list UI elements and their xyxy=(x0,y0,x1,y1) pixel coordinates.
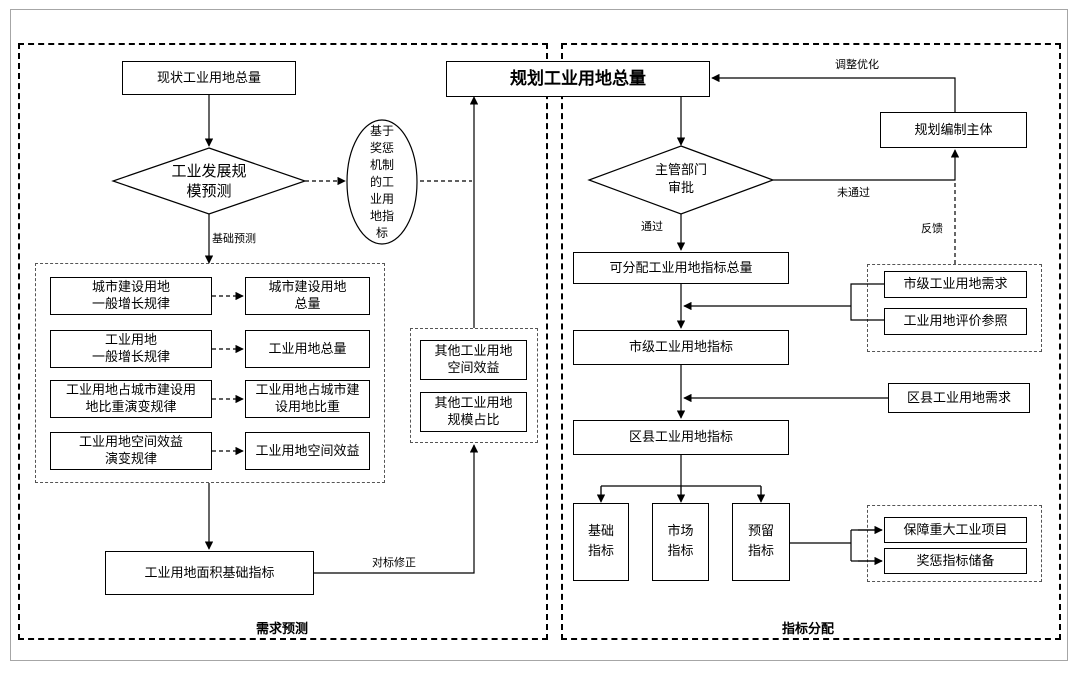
reserve-use-group xyxy=(867,505,1042,582)
feedback-label: 反馈 xyxy=(921,222,943,235)
optimize-label: 调整优化 xyxy=(835,58,879,71)
edge-reserve-bracket xyxy=(790,529,882,562)
index-allocation-panel xyxy=(561,43,1061,640)
pass-label: 通过 xyxy=(641,220,663,233)
edge-district-split xyxy=(600,455,762,501)
plan-total-box: 规划工业用地总量 xyxy=(446,61,710,97)
edge-fail xyxy=(773,149,960,181)
basic-index-box: 工业用地面积基础指标 xyxy=(105,551,314,595)
result-box-1: 城市建设用地 总量 xyxy=(245,277,370,315)
distributable-box: 可分配工业用地指标总量 xyxy=(573,252,789,284)
law-box-4: 工业用地空间效益 演变规律 xyxy=(50,432,212,470)
reward-reserve-box: 奖惩指标储备 xyxy=(884,548,1027,574)
city-demand-box: 市级工业用地需求 xyxy=(884,271,1027,298)
basic-alloc-box: 基础 指标 xyxy=(573,503,629,581)
basic-forecast-label: 基础预测 xyxy=(212,232,256,245)
current-total-box: 现状工业用地总量 xyxy=(122,61,296,95)
result-box-3: 工业用地占城市建 设用地比重 xyxy=(245,380,370,418)
planning-body-box: 规划编制主体 xyxy=(880,112,1027,148)
result-box-4: 工业用地空间效益 xyxy=(245,432,370,470)
demand-group xyxy=(867,264,1042,352)
forecast-decision-shape xyxy=(111,147,307,215)
edge-adjust xyxy=(314,444,479,574)
approval-decision-shape xyxy=(587,145,775,215)
major-projects-box: 保障重大工业项目 xyxy=(884,517,1027,543)
reward-ellipse-shape xyxy=(346,119,418,245)
index-allocation-title: 指标分配 xyxy=(782,622,835,637)
forecast-decision-label: 工业发展规 模预测 xyxy=(171,162,247,200)
demand-forecast-panel xyxy=(18,43,548,640)
other-factors-group xyxy=(410,328,538,443)
other-share-box: 其他工业用地 规模占比 xyxy=(420,392,527,432)
district-index-box: 区县工业用地指标 xyxy=(573,420,789,455)
city-index-box: 市级工业用地指标 xyxy=(573,330,789,365)
approval-decision-label: 主管部门 审批 xyxy=(654,163,707,196)
law-box-1: 城市建设用地 一般增长规律 xyxy=(50,277,212,315)
adjust-label: 对标修正 xyxy=(372,556,416,569)
result-box-2: 工业用地总量 xyxy=(245,330,370,368)
market-alloc-box: 市场 指标 xyxy=(652,503,709,581)
evaluation-box: 工业用地评价参照 xyxy=(884,308,1027,335)
other-efficiency-box: 其他工业用地 空间效益 xyxy=(420,340,527,380)
law-box-2: 工业用地 一般增长规律 xyxy=(50,330,212,368)
reserve-alloc-box: 预留 指标 xyxy=(732,503,790,581)
edge-optimize xyxy=(711,73,956,112)
reward-ellipse-label: 基于 奖惩 机制 的工 业用 地指 标 xyxy=(369,123,394,240)
edge-demand-bracket xyxy=(684,283,884,321)
district-demand-box: 区县工业用地需求 xyxy=(888,383,1030,413)
law-box-3: 工业用地占城市建设用 地比重演变规律 xyxy=(50,380,212,418)
demand-forecast-title: 需求预测 xyxy=(256,622,309,637)
fail-label: 未通过 xyxy=(837,186,870,199)
diagram-frame xyxy=(10,9,1068,661)
